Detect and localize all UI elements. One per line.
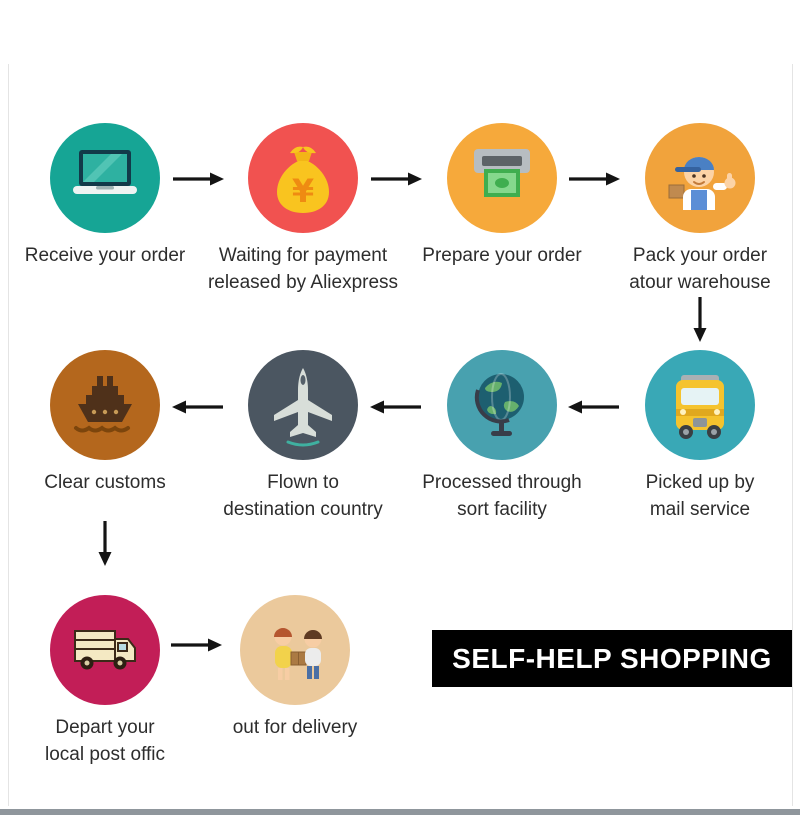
flow-arrow-down-icon bbox=[98, 521, 112, 566]
step-label: Processed through sort facility bbox=[422, 472, 582, 520]
step-receive-order: Receive your order bbox=[0, 123, 215, 269]
flow-arrow-left-icon bbox=[172, 400, 223, 414]
cash-dispenser-icon bbox=[474, 149, 530, 197]
svg-text:¥: ¥ bbox=[292, 172, 314, 210]
flow-arrow-right-icon bbox=[171, 638, 222, 652]
step-circle bbox=[50, 595, 160, 705]
flow-arrow-down-icon bbox=[693, 297, 707, 342]
money-bag-icon: ¥ bbox=[277, 146, 329, 213]
globe-icon bbox=[474, 373, 524, 436]
step-label: Flown to destination country bbox=[223, 472, 383, 520]
step-circle bbox=[50, 123, 160, 233]
step-clear-customs: Clear customs bbox=[0, 350, 215, 496]
step-circle: ¥ bbox=[248, 123, 358, 233]
flow-arrow-right-icon bbox=[569, 172, 620, 186]
cargo-ship-icon bbox=[74, 376, 132, 433]
step-label: Prepare your order bbox=[422, 245, 582, 266]
step-circle bbox=[645, 350, 755, 460]
step-label: Pack your order atour warehouse bbox=[629, 245, 771, 293]
step-out-for-delivery: out for delivery bbox=[185, 595, 405, 741]
step-circle bbox=[248, 350, 358, 460]
step-circle bbox=[447, 123, 557, 233]
airplane-icon bbox=[274, 368, 332, 447]
step-sort-facility: Processed through sort facility bbox=[392, 350, 612, 523]
step-waiting-payment: ¥ Waiting for payment released by Aliexp… bbox=[193, 123, 413, 296]
step-label: out for delivery bbox=[232, 717, 358, 738]
flow-arrow-left-icon bbox=[568, 400, 619, 414]
step-depart-post-office: Depart your local post offic bbox=[0, 595, 215, 768]
bottom-gray-bar bbox=[0, 809, 800, 815]
flow-arrow-left-icon bbox=[370, 400, 421, 414]
step-prepare-order: Prepare your order bbox=[392, 123, 612, 269]
delivery-truck-icon bbox=[74, 630, 136, 670]
step-circle bbox=[240, 595, 350, 705]
step-pack-order: Pack your order atour warehouse bbox=[590, 123, 800, 296]
flow-arrow-right-icon bbox=[371, 172, 422, 186]
step-label: Picked up by mail service bbox=[645, 472, 755, 520]
step-circle bbox=[50, 350, 160, 460]
step-circle bbox=[645, 123, 755, 233]
step-label: Depart your local post offic bbox=[44, 717, 166, 765]
step-label: Waiting for payment released by Aliexpre… bbox=[207, 245, 399, 293]
step-label: Receive your order bbox=[24, 245, 186, 266]
flow-arrow-right-icon bbox=[173, 172, 224, 186]
right-border-line bbox=[792, 64, 793, 806]
self-help-shopping-banner: SELF-HELP SHOPPING bbox=[432, 630, 792, 687]
warehouse-worker-icon bbox=[668, 157, 736, 210]
laptop-icon bbox=[73, 150, 137, 194]
step-circle bbox=[447, 350, 557, 460]
step-picked-up-mail: Picked up by mail service bbox=[590, 350, 800, 523]
left-border-line bbox=[8, 64, 9, 806]
step-flown-destination: Flown to destination country bbox=[193, 350, 413, 523]
banner-text: SELF-HELP SHOPPING bbox=[452, 642, 772, 674]
mail-bus-icon bbox=[676, 375, 724, 439]
step-label: Clear customs bbox=[44, 472, 166, 493]
handoff-people-icon bbox=[274, 628, 322, 680]
